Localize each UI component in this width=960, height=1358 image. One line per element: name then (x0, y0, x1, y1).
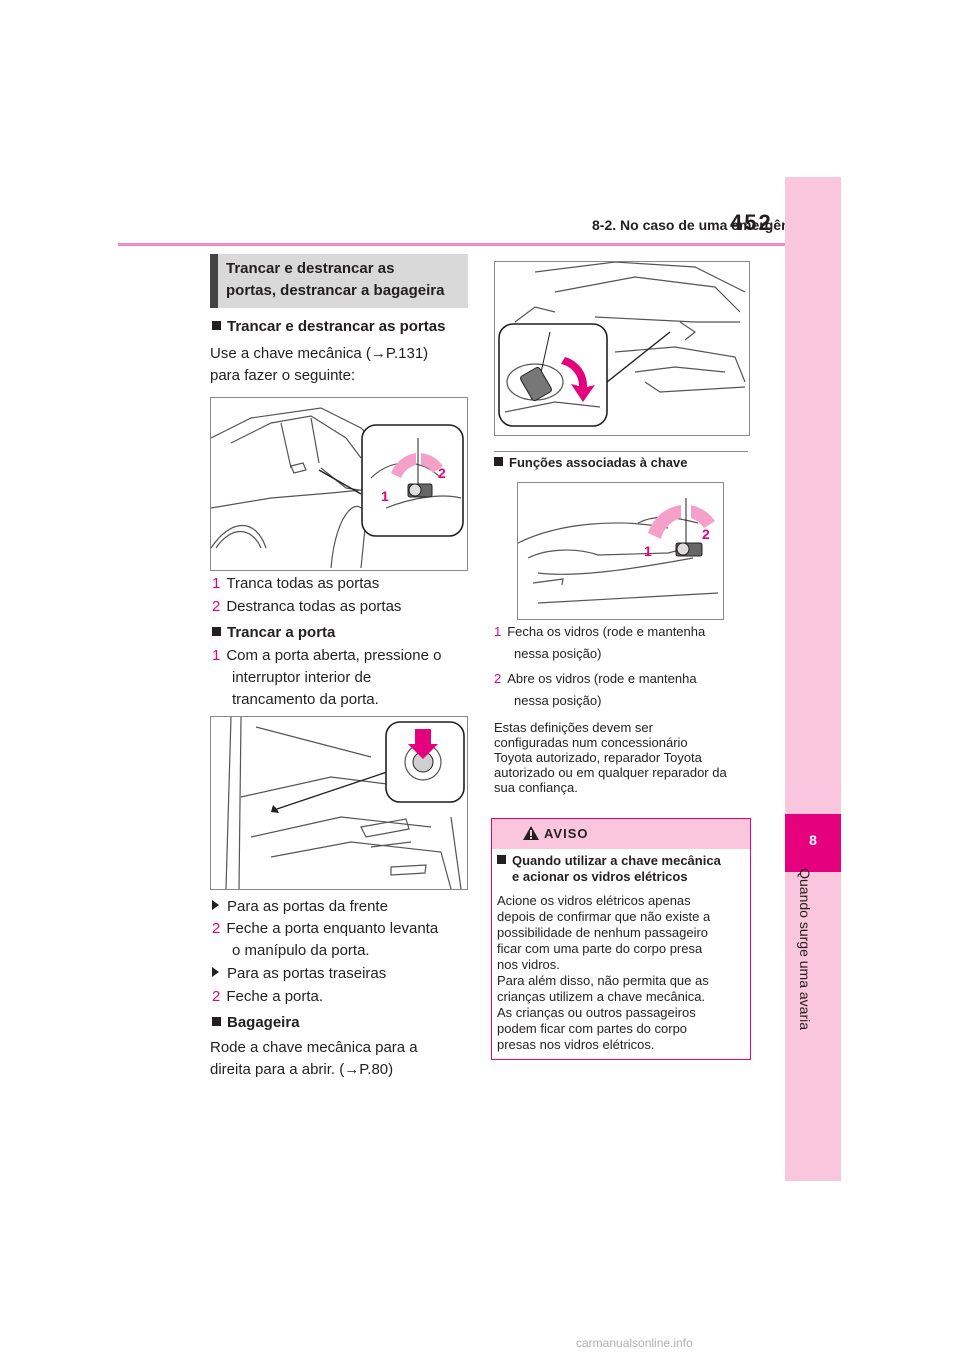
warning-triangle-icon (523, 826, 539, 840)
list-item-front-doors: Para as portas da frente (212, 896, 388, 918)
trunk-text: Rode a chave mecânica para a (210, 1039, 418, 1056)
warning-title: AVISO (544, 826, 589, 841)
trunk-text: direita para a abrir. (→P.80) (210, 1061, 394, 1078)
trunk-illustration (498, 262, 746, 427)
arrow-bullet-icon (212, 967, 219, 977)
step-continuation: nessa posição) (514, 693, 602, 708)
square-bullet-icon (494, 457, 503, 466)
heading-lock-unlock-doors: Trancar e destrancar as portas (212, 316, 445, 338)
section-title-line: Trancar e destrancar as (226, 260, 395, 277)
figure-callout-1: 1 (381, 488, 389, 504)
header-rule (118, 243, 786, 246)
watermark: carmanualsonline.info (576, 1336, 693, 1350)
chapter-label: Quando surge uma avaria (797, 868, 813, 1030)
figure-callout-1: 1 (644, 543, 652, 559)
warning-subheading: Quando utilizar a chave mecânica e acion… (497, 853, 745, 885)
section-title: Trancar e destrancar as portas, destranc… (226, 258, 466, 302)
heading-trunk: Bagageira (212, 1012, 300, 1034)
running-header-section: 8-2. No caso de uma emergência (592, 217, 810, 233)
heading-key-functions: Funções associadas à chave (494, 452, 687, 474)
chapter-number: 8 (809, 832, 817, 848)
intro-line: para fazer o seguinte: (210, 367, 356, 384)
arrow-bullet-icon (212, 900, 219, 910)
door-handle-illustration: 1 2 (518, 498, 719, 604)
heading-lock-door: Trancar a porta (212, 622, 335, 644)
figure-key-window-functions: 1 2 (517, 482, 724, 620)
figure-callout-2: 2 (702, 526, 710, 542)
page-number: 452 (730, 210, 773, 235)
dealer-note: Estas definições devem ser configuradas … (494, 720, 727, 795)
section-title-box (210, 254, 468, 308)
square-bullet-icon (212, 321, 221, 330)
figure-door-lock-switch (210, 716, 468, 890)
divider (494, 451, 748, 452)
warning-box (491, 818, 751, 1060)
step-continuation: o manípulo da porta. (232, 942, 370, 959)
step-continuation: interruptor interior de (232, 669, 372, 686)
chapter-number-tab (785, 814, 841, 872)
section-title-bar (210, 254, 218, 308)
chapter-side-band (785, 177, 841, 1181)
door-interior-illustration (225, 717, 465, 889)
section-title-line: portas, destrancar a bagageira (226, 282, 445, 299)
warning-body: Acione os vidros elétricos apenas depois… (497, 893, 711, 1052)
intro-line: Use a chave mecânica (→P.131) (210, 345, 429, 362)
step-continuation: nessa posição) (514, 646, 602, 661)
square-bullet-icon (497, 855, 506, 864)
list-item-rear-doors: Para as portas traseiras (212, 963, 386, 985)
square-bullet-icon (212, 627, 221, 636)
figure-trunk-key (494, 261, 750, 436)
car-side-illustration: 1 2 (211, 407, 464, 569)
figure-callout-2: 2 (438, 465, 446, 481)
figure-door-key-lock: 1 2 (210, 397, 468, 571)
square-bullet-icon (212, 1017, 221, 1026)
step-continuation: trancamento da porta. (232, 691, 379, 708)
